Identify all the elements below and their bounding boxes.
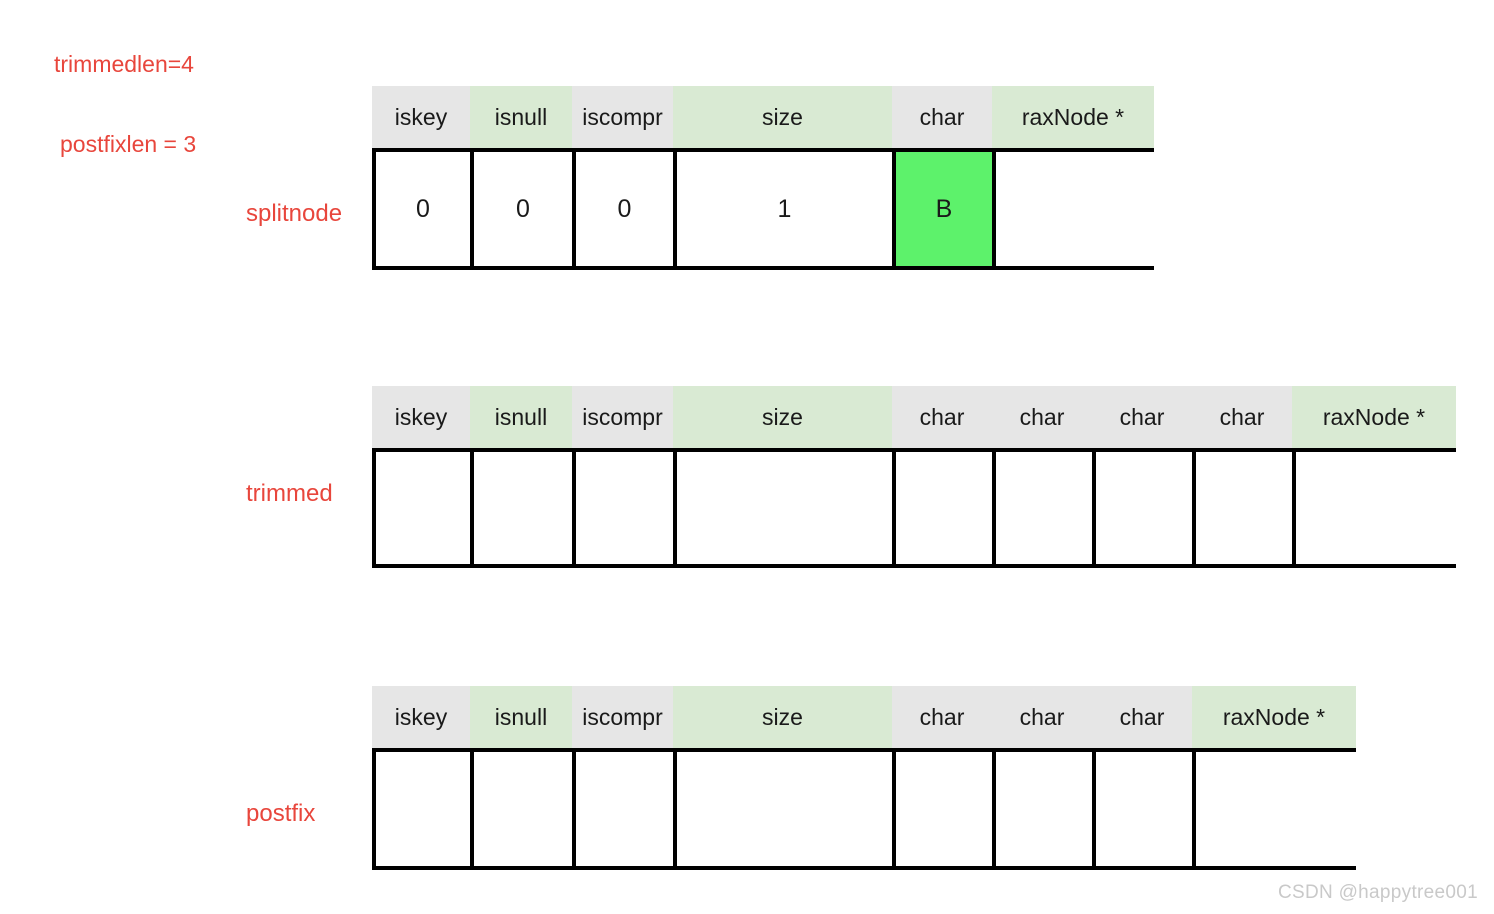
struct-body-cell-postfix-0 (376, 752, 474, 866)
struct-header-cell-trimmed-0: iskey (372, 386, 470, 448)
struct-body-cell-trimmed-0 (376, 452, 474, 564)
row-label-trimmed: trimmed (246, 480, 333, 507)
struct-body-cell-postfix-2 (576, 752, 677, 866)
struct-header-cell-trimmed-5: char (992, 386, 1092, 448)
struct-body-cell-postfix-1 (474, 752, 576, 866)
struct-header-cell-trimmed-4: char (892, 386, 992, 448)
struct-header-cell-trimmed-8: raxNode * (1292, 386, 1456, 448)
struct-body-cell-trimmed-3 (677, 452, 896, 564)
struct-header-cell-trimmed-2: iscompr (572, 386, 673, 448)
struct-body-cell-postfix-3 (677, 752, 896, 866)
struct-body-cell-trimmed-2 (576, 452, 677, 564)
row-label-splitnode: splitnode (246, 200, 343, 227)
struct-body-cell-splitnode-5 (996, 152, 1154, 266)
struct-body-cell-postfix-6 (1096, 752, 1196, 866)
struct-header-cell-postfix-2: iscompr (572, 686, 673, 748)
struct-body-row-postfix (372, 748, 1356, 870)
struct-header-cell-postfix-4: char (892, 686, 992, 748)
struct-header-cell-postfix-5: char (992, 686, 1092, 748)
row-label-postfix: postfix (246, 800, 316, 827)
struct-body-cell-splitnode-0: 0 (376, 152, 474, 266)
struct-header-cell-splitnode-5: raxNode * (992, 86, 1154, 148)
struct-header-cell-postfix-1: isnull (470, 686, 572, 748)
annotation-trimmedlen: trimmedlen=4 (54, 51, 194, 77)
struct-body-cell-splitnode-4: B (896, 152, 996, 266)
struct-header-cell-postfix-3: size (673, 686, 892, 748)
struct-body-cell-postfix-5 (996, 752, 1096, 866)
struct-body-cell-trimmed-7 (1196, 452, 1296, 564)
struct-header-cell-postfix-0: iskey (372, 686, 470, 748)
struct-body-cell-trimmed-4 (896, 452, 996, 564)
struct-body-cell-trimmed-6 (1096, 452, 1196, 564)
annotation-postfixlen: postfixlen = 3 (60, 131, 197, 157)
struct-body-cell-postfix-4 (896, 752, 996, 866)
struct-header-cell-postfix-6: char (1092, 686, 1192, 748)
struct-body-cell-postfix-7 (1196, 752, 1356, 866)
struct-body-cell-splitnode-1: 0 (474, 152, 576, 266)
struct-body-cell-trimmed-8 (1296, 452, 1456, 564)
struct-header-cell-splitnode-3: size (673, 86, 892, 148)
struct-body-cell-splitnode-3: 1 (677, 152, 896, 266)
struct-header-cell-trimmed-7: char (1192, 386, 1292, 448)
struct-body-cell-trimmed-5 (996, 452, 1096, 564)
struct-header-cell-splitnode-0: iskey (372, 86, 470, 148)
struct-body-row-trimmed (372, 448, 1456, 568)
struct-header-cell-splitnode-1: isnull (470, 86, 572, 148)
struct-header-cell-postfix-7: raxNode * (1192, 686, 1356, 748)
struct-body-cell-trimmed-1 (474, 452, 576, 564)
struct-header-cell-splitnode-2: iscompr (572, 86, 673, 148)
struct-body-cell-splitnode-2: 0 (576, 152, 677, 266)
struct-header-cell-trimmed-1: isnull (470, 386, 572, 448)
struct-header-cell-splitnode-4: char (892, 86, 992, 148)
csdn-watermark: CSDN @happytree001 (1277, 882, 1478, 903)
struct-header-cell-trimmed-6: char (1092, 386, 1192, 448)
struct-header-cell-trimmed-3: size (673, 386, 892, 448)
